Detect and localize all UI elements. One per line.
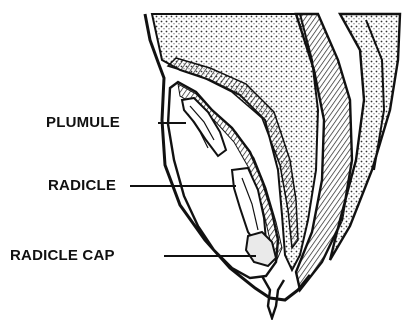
radicle-cap-label: RADICLE CAP [10, 247, 115, 264]
radicle-label: RADICLE [48, 177, 116, 194]
plumule-label: PLUMULE [46, 114, 120, 131]
